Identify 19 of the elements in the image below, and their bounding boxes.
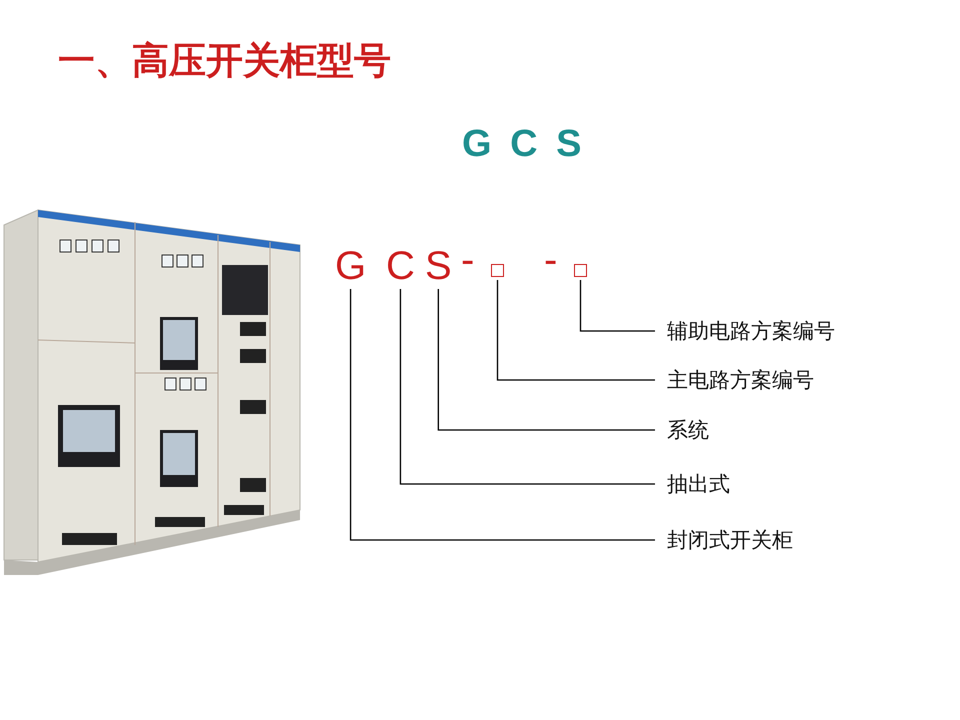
leader-line [400,289,655,485]
code-letter: S [425,246,452,286]
model-heading: G C S [462,122,586,166]
leader-line [496,280,655,381]
code-letter: C [386,246,415,286]
placeholder-square [491,264,504,277]
placeholder-square [574,264,587,277]
leader-label: 主电路方案编号 [655,367,814,393]
leader-label: 系统 [655,417,709,443]
leader-label: 封闭式开关柜 [655,527,793,553]
leader-line [350,289,655,541]
leader-label: 抽出式 [655,471,730,497]
code-letter: G [335,246,366,286]
hyphen-text: - [461,240,474,280]
slide-title: 一、高压开关柜型号 [58,38,391,84]
leader-line [580,280,655,332]
hyphen-text: - [544,240,558,280]
leader-line [438,289,655,431]
leader-label: 辅助电路方案编号 [655,318,835,344]
